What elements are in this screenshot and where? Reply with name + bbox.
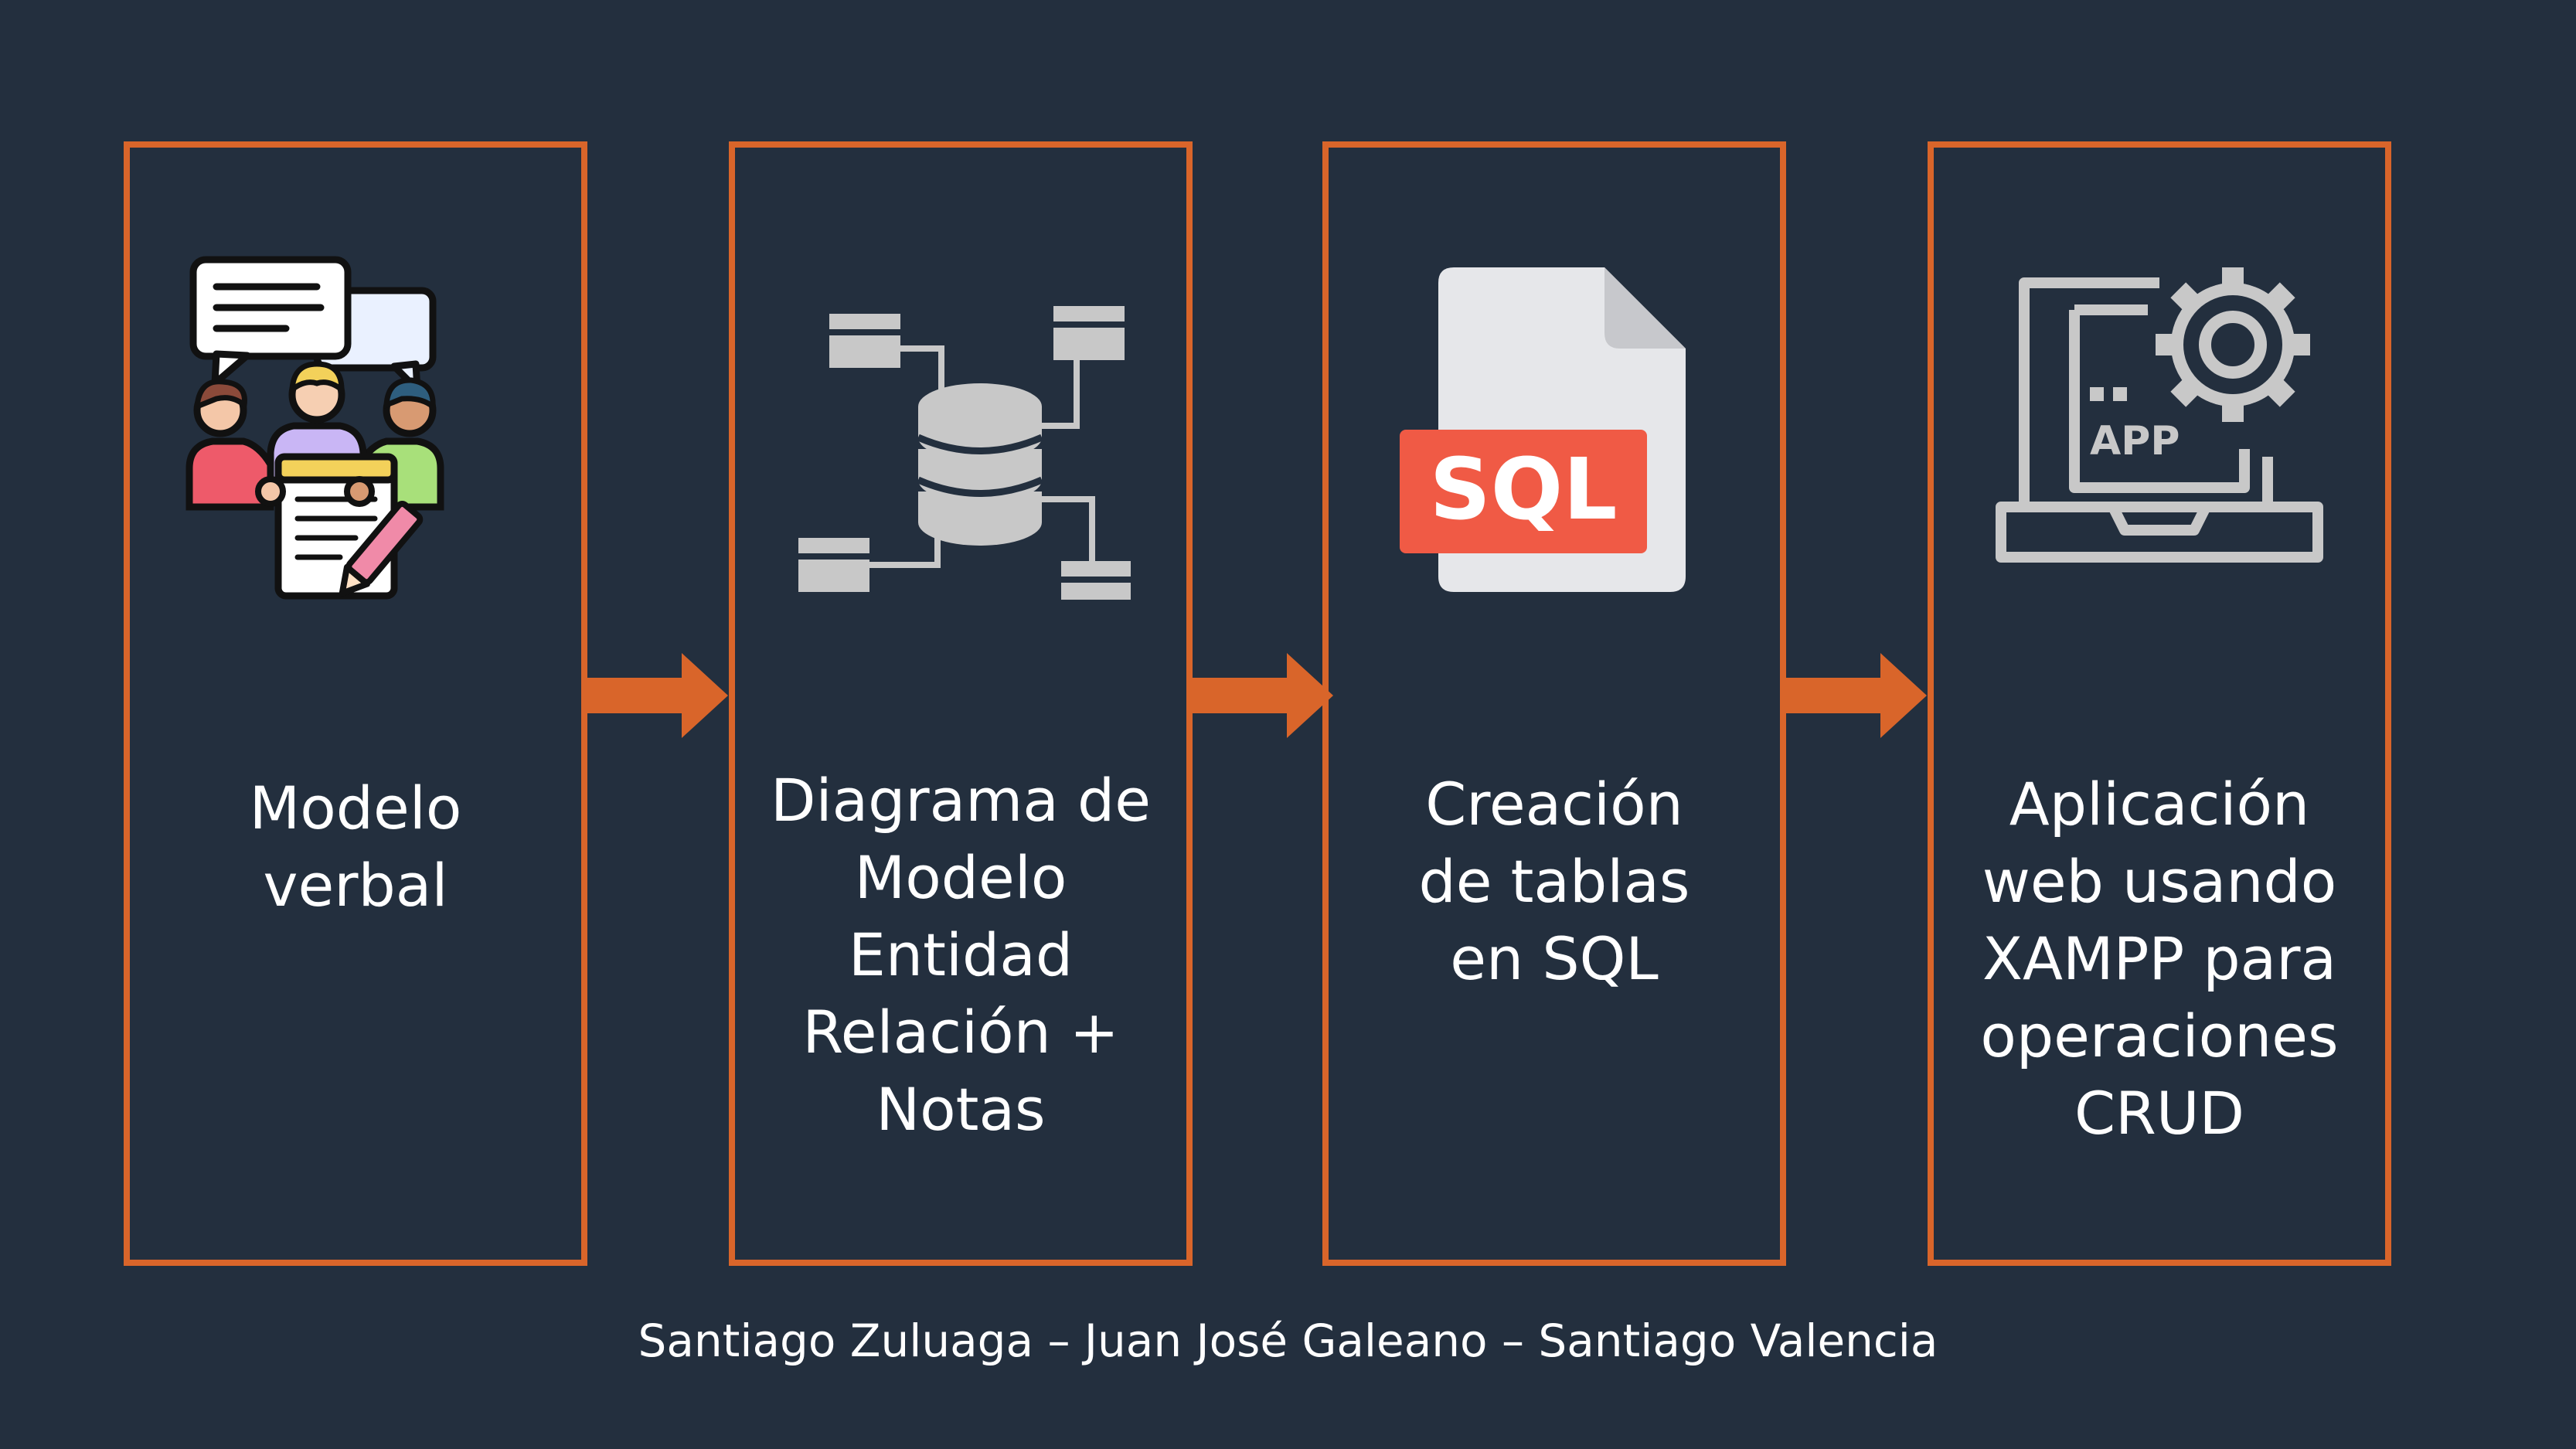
flow-arrow-icon [1186, 653, 1333, 738]
sql-file-icon: SQL [1384, 252, 1724, 600]
sql-badge-text: SQL [1430, 440, 1618, 539]
step-label: Diagrama de Modelo Entidad Relación + No… [770, 766, 1152, 1144]
app-settings-laptop-icon: APP [1989, 252, 2329, 600]
database-diagram-icon [791, 252, 1131, 600]
flow-arrow-icon [581, 653, 728, 738]
step-label: Modelo verbal [249, 774, 462, 920]
step-label: Creación de tablas en SQL [1418, 770, 1690, 993]
flow-arrow-icon [1780, 653, 1927, 738]
team-meeting-icon [185, 252, 526, 600]
step-box-creacion-tablas-sql: SQL Creación de tablas en SQL [1322, 141, 1786, 1266]
authors-footer: Santiago Zuluaga – Juan José Galeano – S… [638, 1315, 1938, 1367]
app-label-text: APP [2090, 418, 2180, 464]
step-box-modelo-verbal: Modelo verbal [124, 141, 587, 1266]
step-label: Aplicación web usando XAMPP para operaci… [1980, 770, 2339, 1148]
step-box-diagrama-entidad-relacion: Diagrama de Modelo Entidad Relación + No… [729, 141, 1193, 1266]
step-box-aplicacion-web: APP Aplicación web usando XAMPP para ope… [1928, 141, 2391, 1266]
